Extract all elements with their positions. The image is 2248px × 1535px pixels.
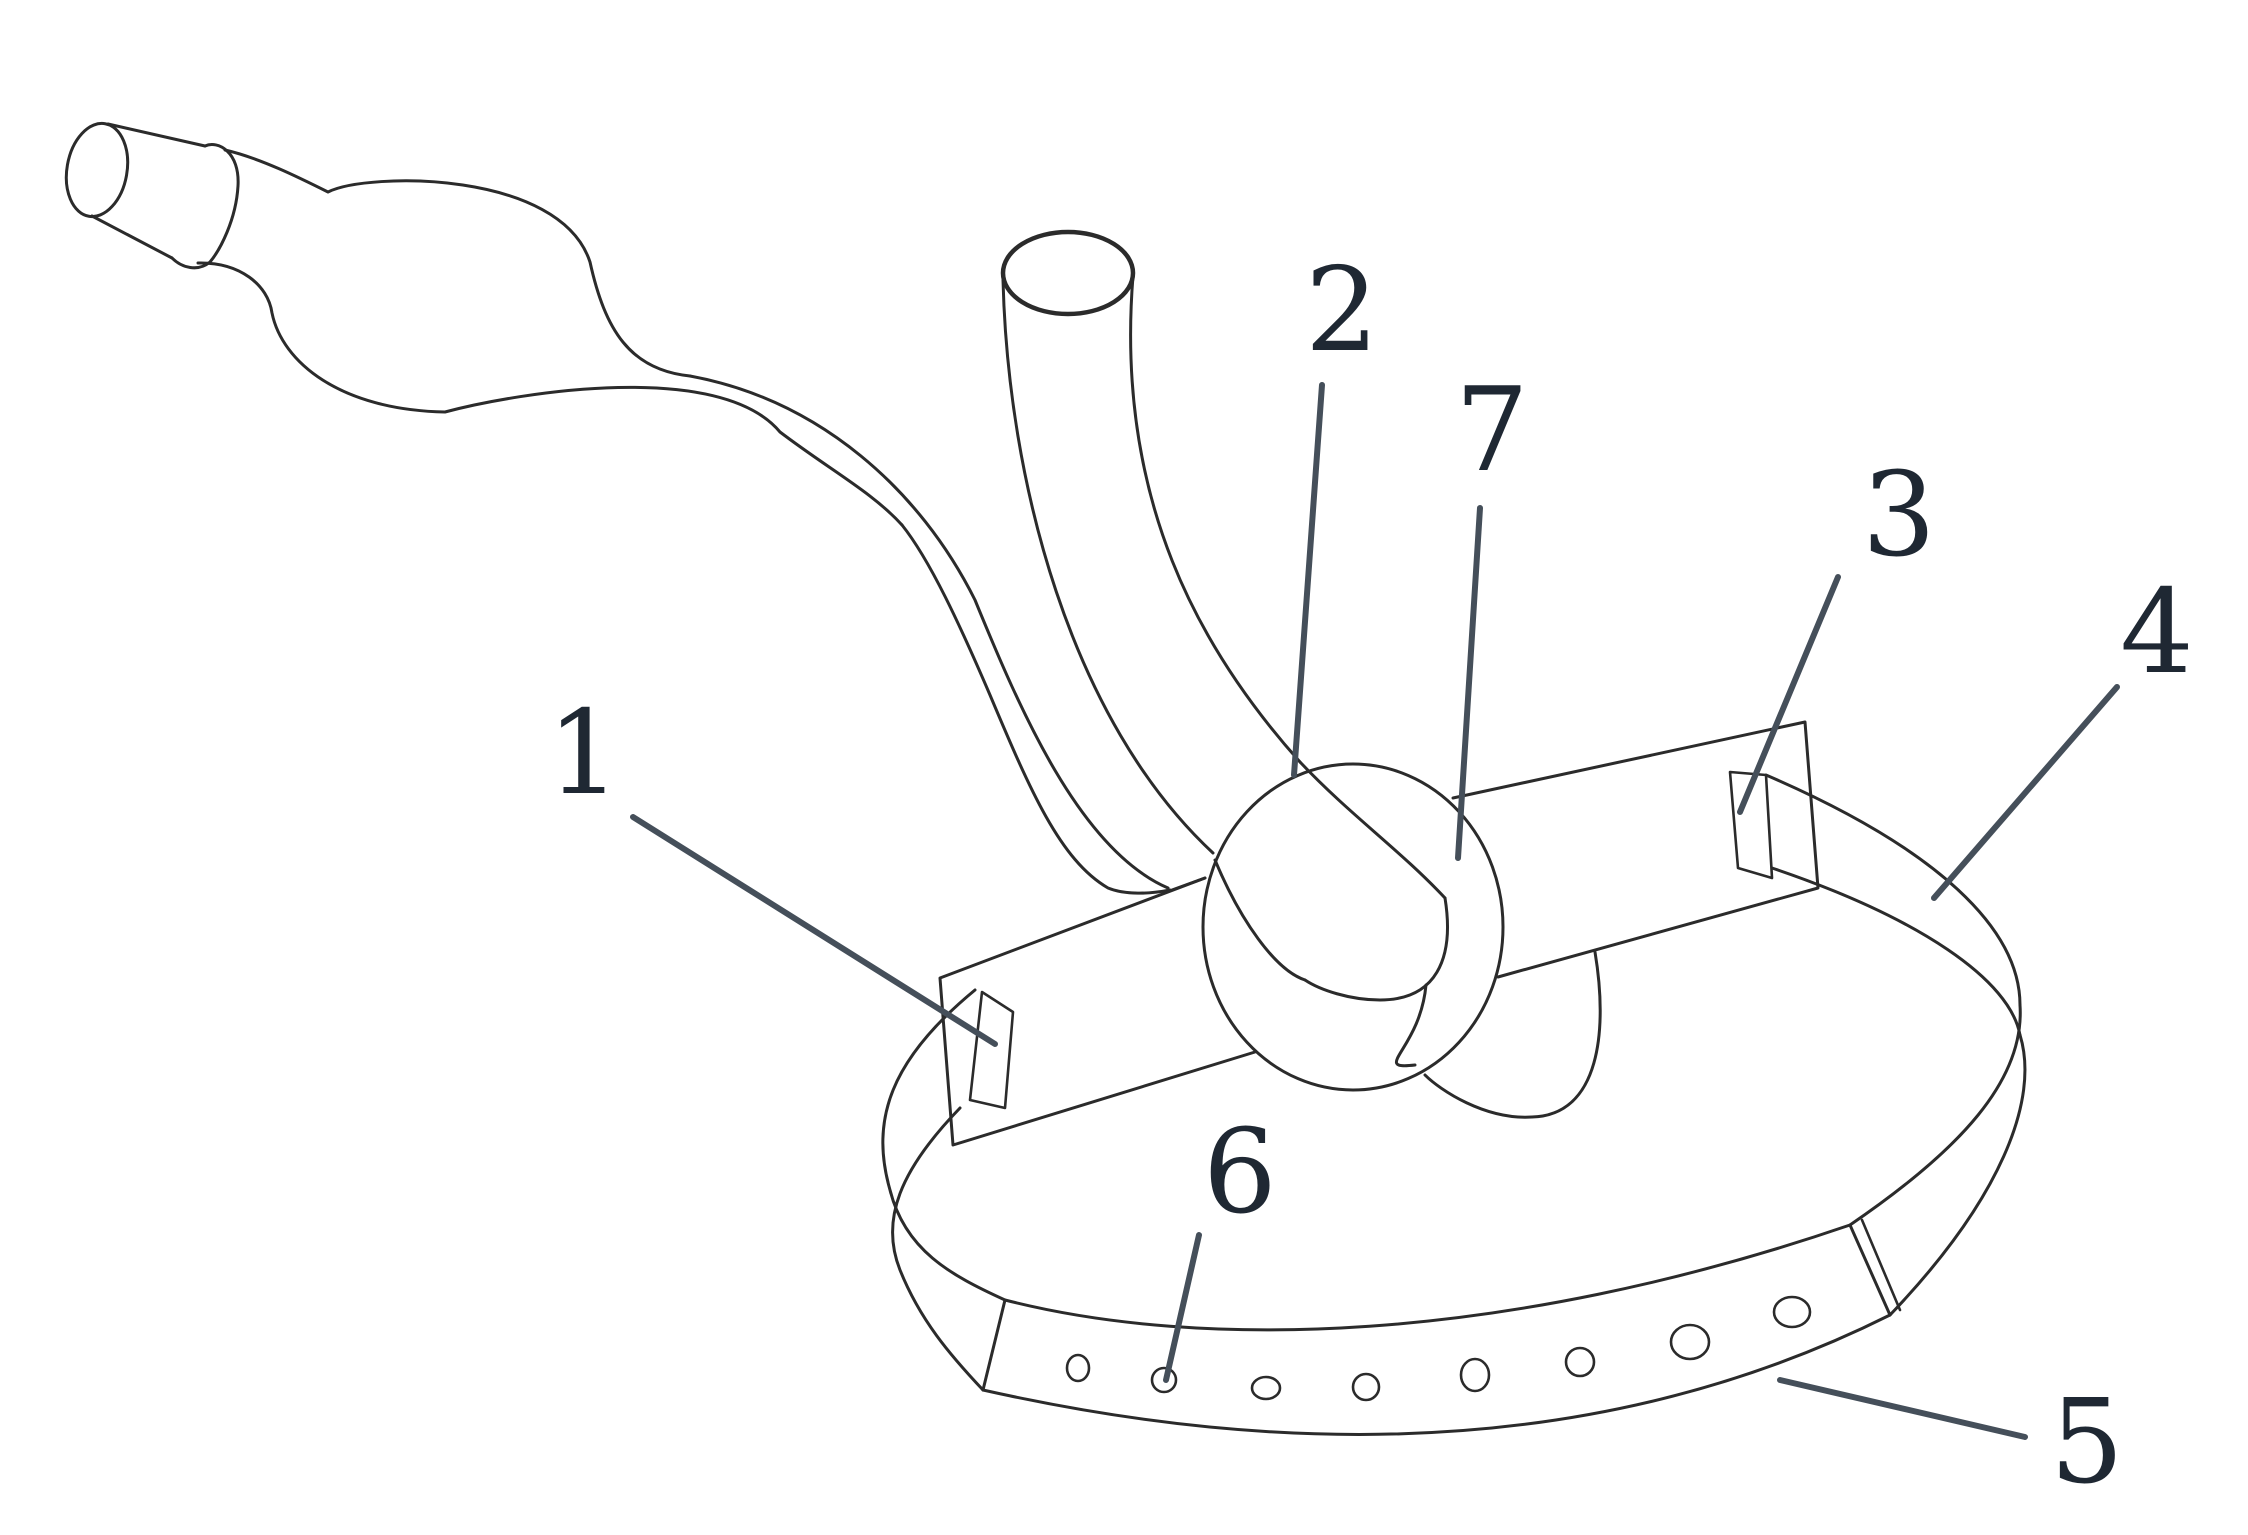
callout-5: 5 <box>2050 1375 2124 1510</box>
leader-1 <box>630 814 998 1047</box>
callout-2: 2 <box>1305 243 1379 378</box>
callout-7: 7 <box>1455 363 1529 498</box>
callout-4: 4 <box>2120 565 2194 700</box>
callout-6: 6 <box>1203 1105 1277 1240</box>
vertical-tube <box>1000 229 1449 1002</box>
leader-2 <box>1291 382 1325 778</box>
hose-with-connector <box>64 121 1172 895</box>
callout-labels: 1 2 3 4 5 6 7 <box>547 243 2194 1510</box>
leader-4 <box>1931 684 2120 901</box>
vent-holes <box>1065 1295 1812 1402</box>
leader-5 <box>1777 1377 2028 1440</box>
callout-1: 1 <box>547 686 621 821</box>
base-ring <box>881 773 2027 1436</box>
leader-6 <box>1163 1232 1202 1383</box>
callout-3: 3 <box>1862 448 1936 583</box>
leader-lines <box>630 382 2120 1440</box>
leader-3 <box>1737 574 1841 815</box>
leader-7 <box>1455 505 1483 861</box>
upper-strap <box>938 720 1820 1147</box>
central-dome <box>1201 762 1602 1119</box>
